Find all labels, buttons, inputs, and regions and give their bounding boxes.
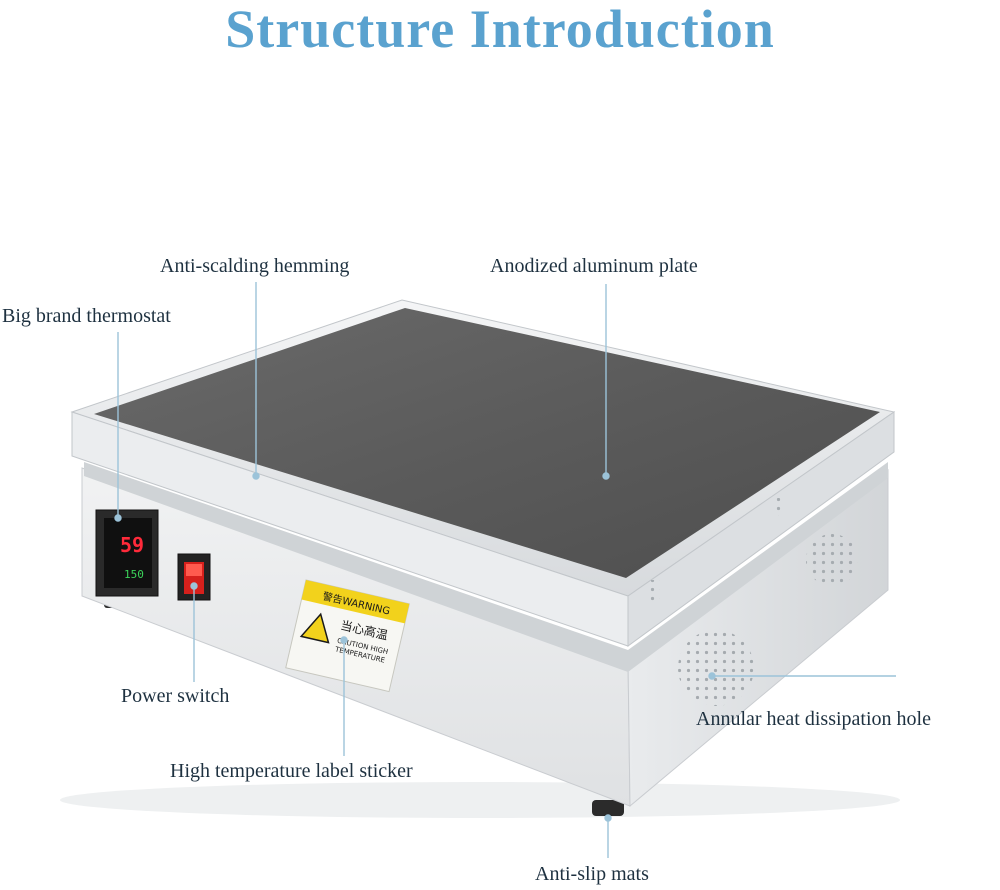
callout-dot-switch [190,582,198,590]
callout-dot-mats [604,814,612,822]
label-sticker: High temperature label sticker [170,760,413,782]
callout-dot-hemming [252,472,260,480]
label-plate: Anodized aluminum plate [490,255,698,277]
rim-right-edge [627,411,895,647]
thermostat: 59 150 [95,509,159,597]
vent-ring-small [806,534,858,586]
warning-sticker: 警告WARNING 当心高温 CAUTION HIGH TEMPERATURE [285,579,410,693]
vent-ring-large [678,630,754,706]
thermostat-display-top: 59 [120,533,144,557]
base-shadow [60,782,900,818]
label-mats: Anti-slip mats [535,863,649,885]
page-title: Structure Introduction [225,0,775,59]
label-thermostat: Big brand thermostat [2,305,171,327]
callout-dot-sticker [340,636,348,644]
callout-dot-thermostat [114,514,122,522]
thermostat-display-bottom: 150 [124,568,144,581]
rim-vent-right [774,498,784,516]
callout-dot-heat-hole [708,672,716,680]
label-power-switch: Power switch [121,685,230,707]
label-heat-hole: Annular heat dissipation hole [696,708,931,730]
callout-dot-plate [602,472,610,480]
rim-vent-front [648,580,660,602]
warning-triangle-icon [299,612,330,644]
aluminum-plate [94,308,880,578]
foot-front-right [592,800,624,816]
rim-shadow [84,462,888,672]
label-hemming: Anti-scalding hemming [160,255,350,277]
